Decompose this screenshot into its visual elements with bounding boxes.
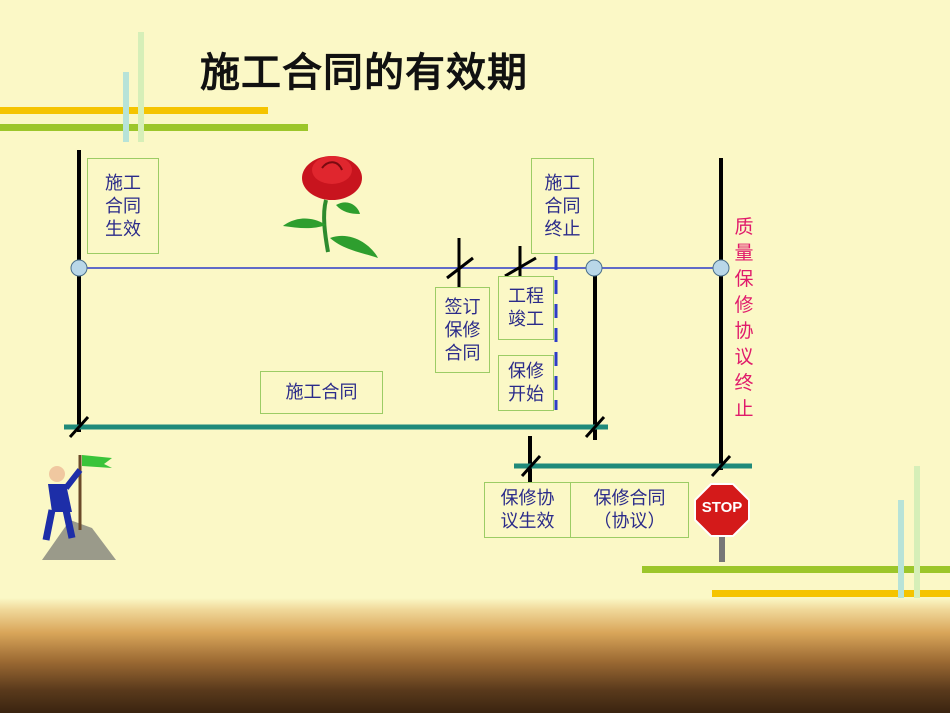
label-project-complete: 工程 竣工: [498, 276, 554, 340]
stop-sign-post: [719, 528, 725, 562]
stop-sign-icon: [694, 483, 750, 537]
tick-warranty-end: [710, 454, 732, 478]
label-contract-effective: 施工 合同 生效: [87, 158, 159, 254]
deco-vertical-bar-3: [898, 500, 904, 608]
deco-vertical-bar-4: [914, 466, 920, 608]
label-quality-warranty-end: 质量保修协议终止: [734, 216, 754, 420]
deco-yellow-bar-bottom: [712, 590, 950, 597]
label-contract-end: 施工 合同 终止: [531, 158, 594, 254]
node-warranty-end: [712, 259, 730, 277]
page-title: 施工合同的有效期: [200, 50, 528, 96]
deco-vertical-bar-1: [123, 72, 129, 142]
label-warranty-start: 保修 开始: [498, 355, 554, 411]
tick-left-bar: [68, 415, 90, 439]
label-warranty-contract: 保修合同 （协议）: [570, 482, 689, 538]
node-contract-end: [585, 259, 603, 277]
stop-sign-text: STOP: [701, 499, 743, 516]
label-construction-contract: 施工合同: [260, 371, 383, 414]
deco-green-bar-bottom: [642, 566, 950, 573]
tick-warranty-start: [520, 454, 542, 478]
label-warranty-agreement-effective: 保修协 议生效: [484, 482, 571, 538]
node-contract-effective: [70, 259, 88, 277]
label-sign-warranty: 签订 保修 合同: [435, 287, 490, 373]
tick-mid-bar: [584, 415, 606, 439]
deco-yellow-bar-top: [0, 107, 268, 114]
climber-person-icon: [42, 455, 116, 560]
deco-green-bar-top: [0, 124, 308, 131]
rose-icon: [283, 156, 378, 258]
deco-vertical-bar-2: [138, 32, 144, 142]
background-photo-strip: [0, 598, 950, 713]
